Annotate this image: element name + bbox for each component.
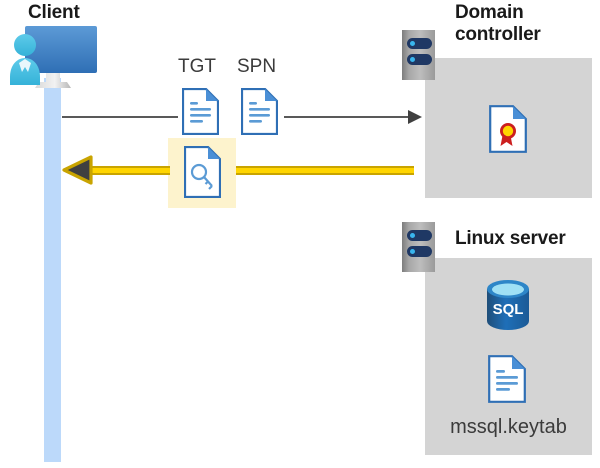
certificate-document-icon <box>489 105 527 153</box>
request-arrowhead-icon <box>408 109 424 125</box>
domain-controller-label: Domain controller <box>455 2 541 45</box>
key-document-icon <box>183 145 222 199</box>
domain-controller-server-rack-icon <box>402 30 435 80</box>
spn-label: SPN <box>237 56 277 77</box>
keytab-file-caption: mssql.keytab <box>450 416 567 438</box>
linux-server-server-rack-icon <box>402 222 435 272</box>
tgt-label: TGT <box>178 56 216 77</box>
tgt-document-icon <box>181 87 220 136</box>
response-line-right-segment <box>236 166 414 175</box>
client-lifeline-bar <box>44 78 61 462</box>
linux-server-label: Linux server <box>455 228 566 249</box>
user-at-monitor-icon <box>6 26 102 94</box>
response-line-left-segment <box>88 166 170 175</box>
client-label: Client <box>28 2 80 23</box>
response-arrowhead-icon <box>62 154 94 186</box>
request-line-left-segment <box>62 116 178 118</box>
request-line-right-segment <box>284 116 412 118</box>
sql-badge-text: SQL <box>493 301 524 318</box>
keytab-document-icon <box>488 355 526 403</box>
sql-database-icon: SQL <box>485 280 531 330</box>
spn-document-icon <box>240 87 279 136</box>
